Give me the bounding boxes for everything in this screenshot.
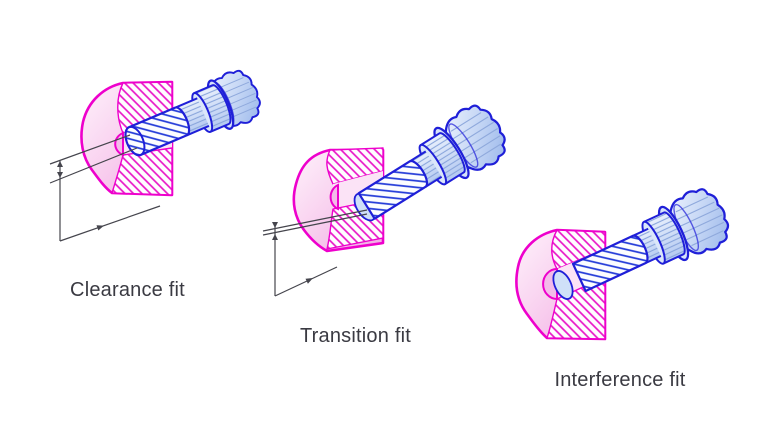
clearance-fit-label: Clearance fit	[70, 279, 185, 301]
interference-fit-figure	[515, 180, 730, 341]
shaft-tip-face	[552, 270, 574, 300]
shaft-section-hatch	[357, 159, 429, 220]
interference-fit-label: Interference fit	[554, 369, 686, 391]
transition-fit-label: Transition fit	[300, 325, 411, 347]
transition-fit-figure	[262, 96, 510, 297]
hub-section-hatch-bottom	[111, 147, 173, 196]
clearance-fit-figure	[49, 63, 268, 242]
clearance-dimension	[49, 134, 161, 242]
hub-section-hatch-bottom	[546, 276, 606, 340]
hub-section-hatch-top	[326, 147, 384, 185]
transition-dimension	[262, 209, 368, 297]
shaft-tip-face	[124, 125, 146, 157]
clearance-shaft	[124, 63, 268, 157]
shaft-section-hatch	[571, 234, 649, 293]
transition-hub	[292, 147, 385, 253]
hub-bore-wall	[329, 183, 339, 211]
interference-shaft	[552, 180, 730, 300]
transition-shaft	[353, 96, 510, 222]
